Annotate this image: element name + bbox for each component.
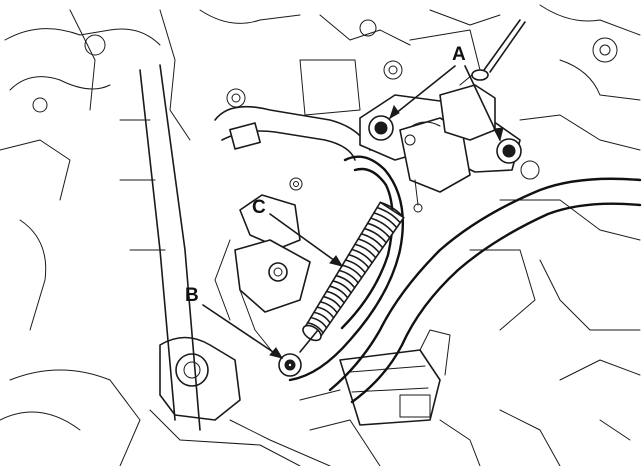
spring-coil bbox=[357, 238, 380, 254]
spring-coil bbox=[341, 264, 363, 279]
spring-coil bbox=[379, 201, 405, 219]
spring-coil bbox=[322, 295, 342, 309]
shift-lever-assembly bbox=[214, 194, 311, 356]
spring-coil bbox=[306, 322, 324, 334]
spring-coil bbox=[313, 311, 331, 324]
spring-coil bbox=[309, 316, 328, 329]
callout-a-label: A bbox=[452, 44, 466, 65]
spring-coil bbox=[366, 222, 391, 239]
cable-spring-boot bbox=[302, 201, 405, 342]
bracket-bolt-right bbox=[496, 138, 522, 164]
spring-coil bbox=[319, 301, 338, 314]
bracket-bolt-left bbox=[368, 115, 394, 141]
callout-a: A bbox=[389, 44, 504, 142]
spring-coil bbox=[373, 212, 398, 229]
spring-coil bbox=[354, 243, 377, 259]
spring-coil bbox=[335, 274, 356, 289]
cable-rod bbox=[299, 329, 319, 353]
cable-mount-bolt bbox=[278, 353, 302, 377]
spring-coil bbox=[344, 259, 366, 274]
spring-coil bbox=[316, 306, 335, 319]
spring-coil bbox=[325, 290, 345, 304]
engine-background bbox=[0, 4, 641, 466]
spring-coil bbox=[363, 227, 387, 244]
callout-b-label: B bbox=[185, 285, 199, 306]
spring-coil bbox=[347, 253, 370, 269]
spring-end-collar bbox=[302, 324, 322, 342]
coolant-hose bbox=[328, 177, 642, 404]
spring-coil bbox=[332, 280, 352, 294]
spring-coil bbox=[351, 248, 373, 264]
spring-coil bbox=[376, 206, 402, 224]
spring-coil bbox=[369, 217, 395, 234]
spring-coil bbox=[338, 269, 359, 284]
callout-b: B bbox=[185, 285, 284, 359]
spring-coil bbox=[360, 232, 384, 249]
spring-coil bbox=[328, 285, 349, 299]
callout-c: C bbox=[252, 197, 344, 267]
callout-c-label: C bbox=[252, 197, 266, 218]
